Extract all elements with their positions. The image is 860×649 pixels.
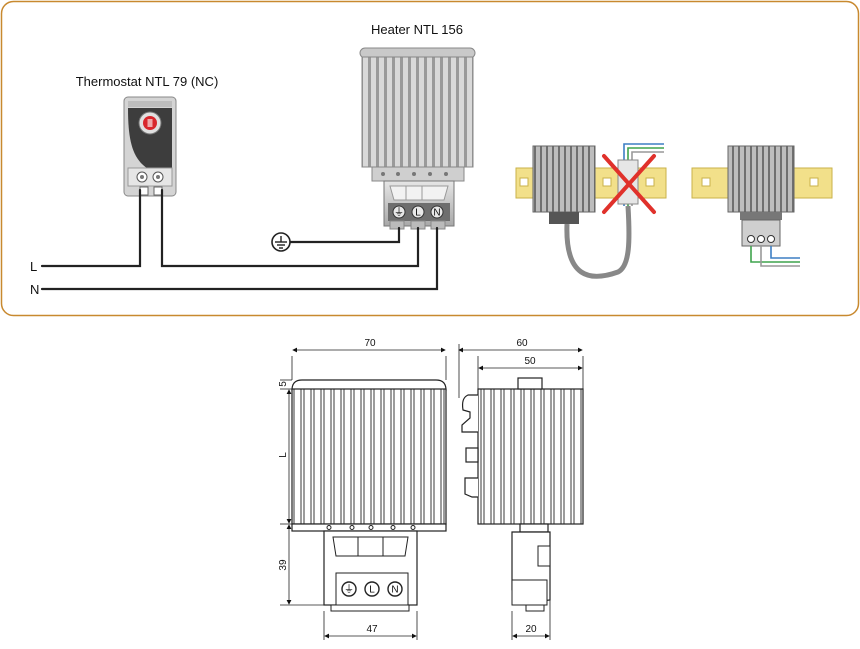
wire-line: [40, 188, 142, 268]
wire-neutral: [40, 226, 439, 291]
side-view: [461, 377, 584, 612]
wires: [40, 188, 439, 291]
dimension-lines: [280, 344, 584, 640]
heater-label: Heater NTL 156: [371, 22, 463, 37]
incorrect-mounting-example: [515, 143, 667, 279]
heater-fins: [361, 56, 474, 168]
dim-side-terminal-width: 20: [525, 624, 537, 635]
dim-front-width: 70: [364, 338, 376, 349]
front-terminal-n-symbol: N: [391, 585, 398, 596]
neutral-label: N: [30, 282, 39, 297]
dim-side-inner-width: 50: [524, 356, 536, 367]
dim-terminal-height: 39: [278, 559, 289, 571]
wiring-panel: Heater NTL 156 Thermostat NTL 79 (NC) ⏚ …: [0, 0, 860, 317]
dim-length: L: [278, 452, 289, 458]
front-terminal-l-symbol: L: [369, 585, 375, 596]
terminal-screws: ⏚ L N: [392, 205, 444, 219]
thermostat-unit: [123, 96, 177, 197]
heater-unit: ⏚ L N: [359, 47, 476, 230]
dim-side-width: 60: [516, 338, 528, 349]
dim-top-offset: 5: [278, 381, 289, 387]
dim-terminal-width: 47: [366, 624, 378, 635]
thermostat-label: Thermostat NTL 79 (NC): [76, 74, 219, 89]
dimension-drawings: ⏚ L N: [278, 338, 584, 640]
cross-mark: [602, 154, 656, 214]
correct-mounting-example: [691, 145, 833, 267]
earth-symbol: [271, 232, 291, 252]
heater-base: [371, 166, 465, 182]
wire-thermostat-to-heater: [160, 188, 420, 268]
terminal-n-symbol: N: [433, 208, 440, 219]
line-label: L: [30, 259, 37, 274]
terminal-earth-symbol: ⏚: [394, 207, 404, 219]
front-view: ⏚ L N: [291, 379, 447, 612]
front-terminal-earth-symbol: ⏚: [344, 584, 354, 596]
terminal-l-symbol: L: [415, 208, 421, 219]
wire-earth: [288, 226, 401, 244]
